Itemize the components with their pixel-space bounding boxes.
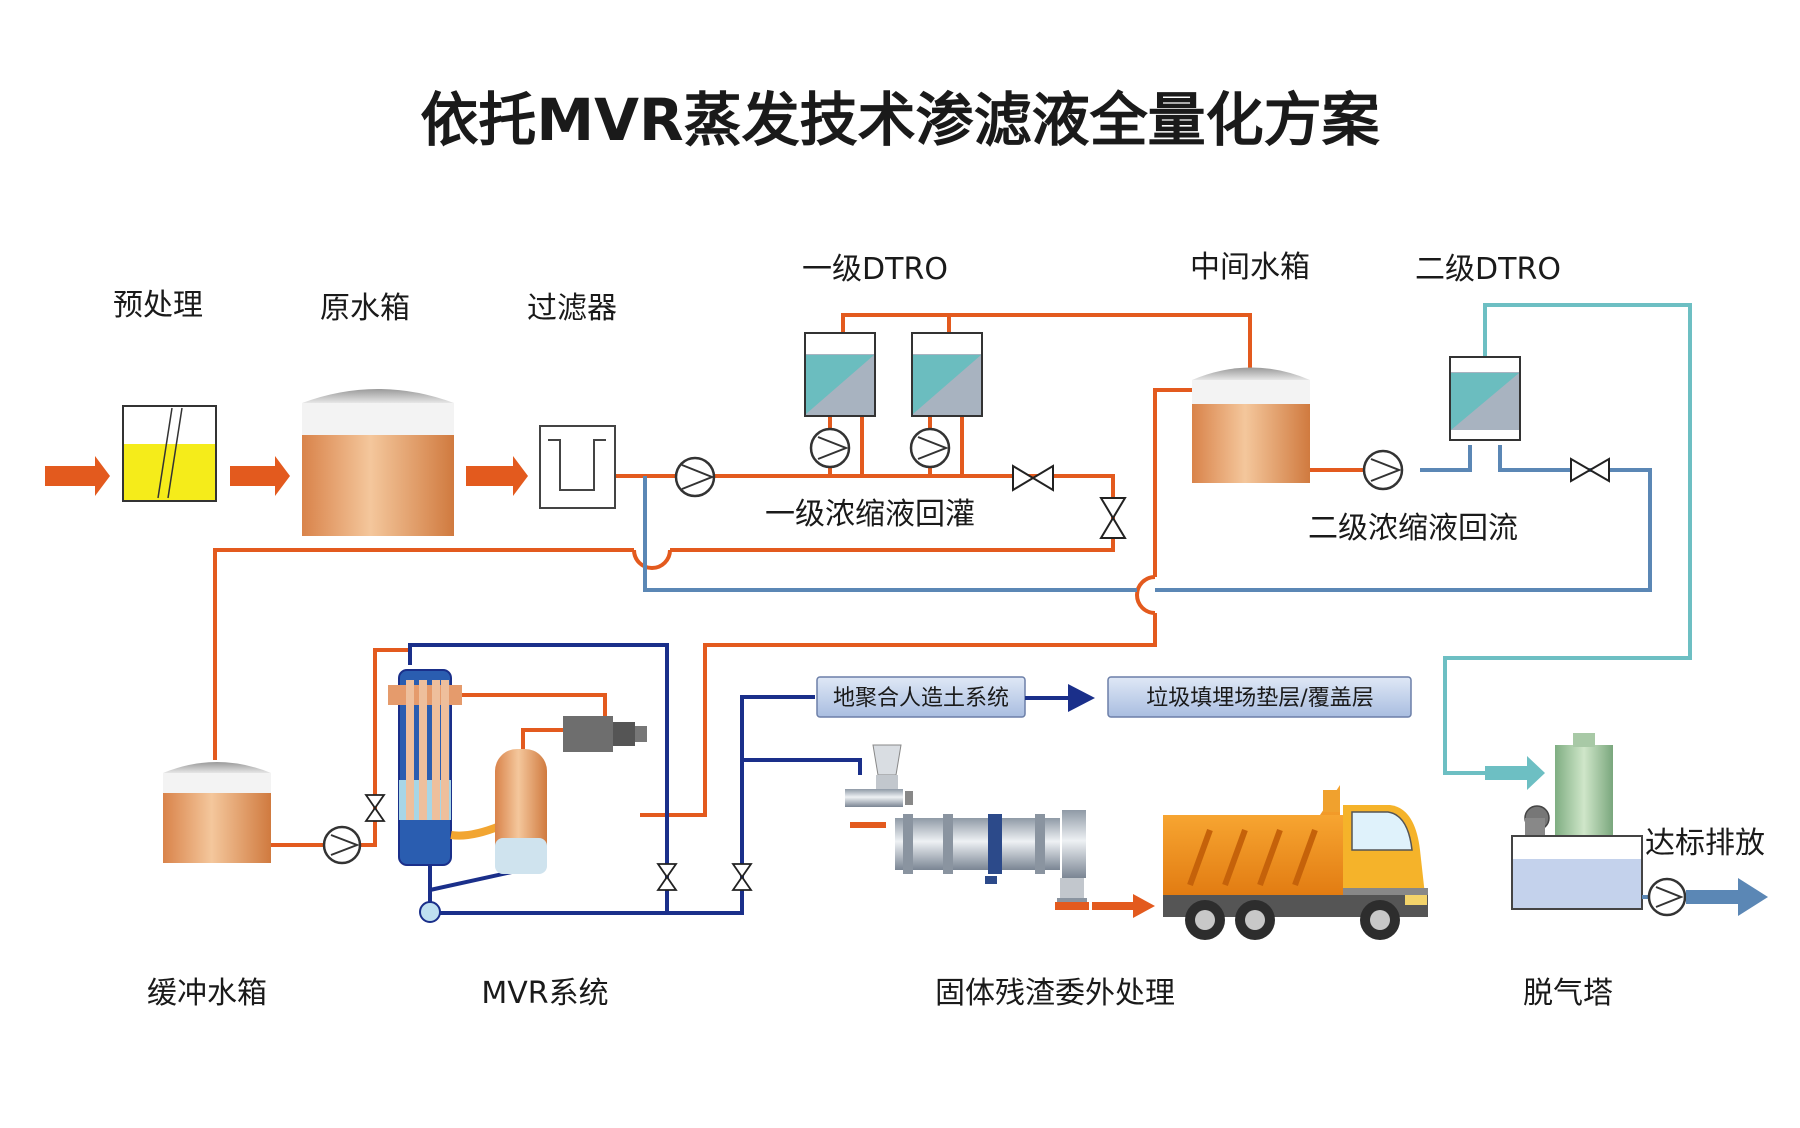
valve-icon xyxy=(1099,497,1127,539)
mvr-system: MVR系统 xyxy=(388,669,753,1011)
raw-water-tank: 原水箱 xyxy=(302,291,528,536)
return2-label: 二级浓缩液回流 xyxy=(1308,511,1518,546)
dump-truck: 固体残渣委外处理 xyxy=(935,785,1428,1011)
buffer-tank: 缓冲水箱 xyxy=(147,762,271,1011)
degas-label: 脱气塔 xyxy=(1523,976,1613,1011)
flow-arrow xyxy=(466,456,528,496)
dtro1-label: 一级DTRO xyxy=(802,252,948,287)
mid-tank-label: 中间水箱 xyxy=(1190,250,1310,285)
pipes xyxy=(213,303,1692,915)
valve-icon xyxy=(656,863,678,891)
page-title: 依托MVR蒸发技术渗滤液全量化方案 xyxy=(420,86,1380,154)
raw-tank-label: 原水箱 xyxy=(320,291,410,326)
valve-icon xyxy=(1012,464,1054,492)
valve-icon xyxy=(731,863,753,891)
solid-label: 固体残渣委外处理 xyxy=(935,976,1175,1011)
svg-text:地聚合人造土系统: 地聚合人造土系统 xyxy=(833,686,1009,711)
pretreatment-label: 预处理 xyxy=(113,288,203,323)
rotary-dryer xyxy=(845,744,1155,918)
recharge1-label: 一级浓缩液回灌 xyxy=(765,497,975,532)
filter-label: 过滤器 xyxy=(527,291,617,326)
geopolymer-box: 地聚合人造土系统 xyxy=(816,676,1026,718)
valve-icon xyxy=(1570,457,1610,483)
discharge-label: 达标排放 xyxy=(1645,826,1765,861)
mvr-label: MVR系统 xyxy=(481,976,608,1011)
filter-unit: 过滤器 xyxy=(527,291,617,509)
discharge-arrow xyxy=(1686,878,1768,916)
pump-icon xyxy=(909,427,951,469)
inlet-arrow xyxy=(45,456,110,496)
flow-arrow xyxy=(230,456,290,496)
dtro1-unit: 一级DTRO xyxy=(802,252,983,469)
pump-icon xyxy=(1362,449,1404,491)
pretreatment-unit: 预处理 xyxy=(45,288,290,502)
dtro2-unit: 二级DTRO xyxy=(1415,252,1561,441)
mid-tank: 中间水箱 xyxy=(1190,250,1310,483)
svg-text:垃圾填埋场垫层/覆盖层: 垃圾填埋场垫层/覆盖层 xyxy=(1146,686,1373,711)
pump-icon xyxy=(1647,877,1687,917)
flow-arrow xyxy=(1092,894,1155,918)
pump-icon xyxy=(809,427,851,469)
landfill-box: 垃圾填埋场垫层/覆盖层 xyxy=(1107,676,1412,718)
pump-icon xyxy=(322,825,362,865)
pump-icon xyxy=(674,456,716,498)
dtro2-label: 二级DTRO xyxy=(1415,252,1561,287)
valve-icon xyxy=(364,794,386,822)
flow-arrow xyxy=(1025,684,1095,712)
flow-arrow xyxy=(1485,756,1545,790)
degassing-tower: 脱气塔 xyxy=(1485,733,1643,1011)
buffer-tank-label: 缓冲水箱 xyxy=(147,976,267,1011)
